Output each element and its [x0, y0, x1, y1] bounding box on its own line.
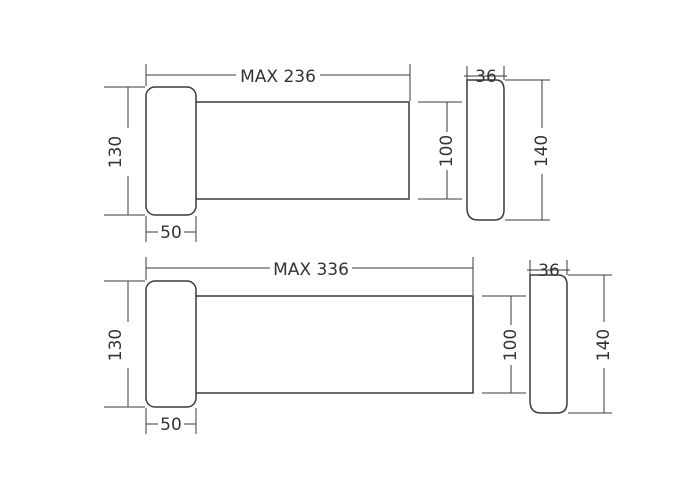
- head-height-dimension: 130: [104, 86, 145, 216]
- side-profile: [466, 79, 505, 221]
- head-height-label: 130: [106, 329, 126, 361]
- head-width-label: 50: [160, 223, 182, 243]
- tube-height-dimension: 100: [482, 295, 526, 394]
- side-view-short: 36 140: [464, 66, 552, 221]
- tube-body: [189, 101, 410, 200]
- max-length-label: MAX 336: [273, 260, 349, 280]
- head-width-label: 50: [160, 415, 182, 435]
- tube-height-dimension: 100: [418, 101, 462, 200]
- head-width-dimension: 50: [145, 216, 197, 243]
- front-view-short: MAX 236 130 100 50: [104, 64, 462, 243]
- front-view-long: MAX 336 130 100 50: [104, 257, 526, 435]
- side-depth-label: 36: [475, 67, 497, 87]
- side-depth-dimension: 36: [527, 260, 570, 281]
- side-profile: [529, 274, 568, 414]
- side-height-label: 140: [532, 135, 552, 167]
- side-height-label: 140: [594, 329, 614, 361]
- tube-height-label: 100: [437, 135, 457, 167]
- side-depth-dimension: 36: [464, 66, 507, 87]
- head-height-dimension: 130: [104, 280, 145, 408]
- side-view-long: 36 140: [527, 260, 614, 414]
- side-height-dimension: 140: [568, 274, 614, 414]
- max-length-dimension: MAX 336: [145, 257, 474, 295]
- head-cap: [145, 280, 197, 408]
- max-length-dimension: MAX 236: [145, 64, 411, 101]
- head-cap: [145, 86, 197, 216]
- tube-height-label: 100: [501, 329, 521, 361]
- max-length-label: MAX 236: [240, 67, 316, 87]
- side-depth-label: 36: [538, 261, 560, 281]
- head-width-dimension: 50: [145, 408, 197, 435]
- side-height-dimension: 140: [505, 79, 552, 221]
- tube-body: [189, 295, 474, 394]
- head-height-label: 130: [106, 136, 126, 168]
